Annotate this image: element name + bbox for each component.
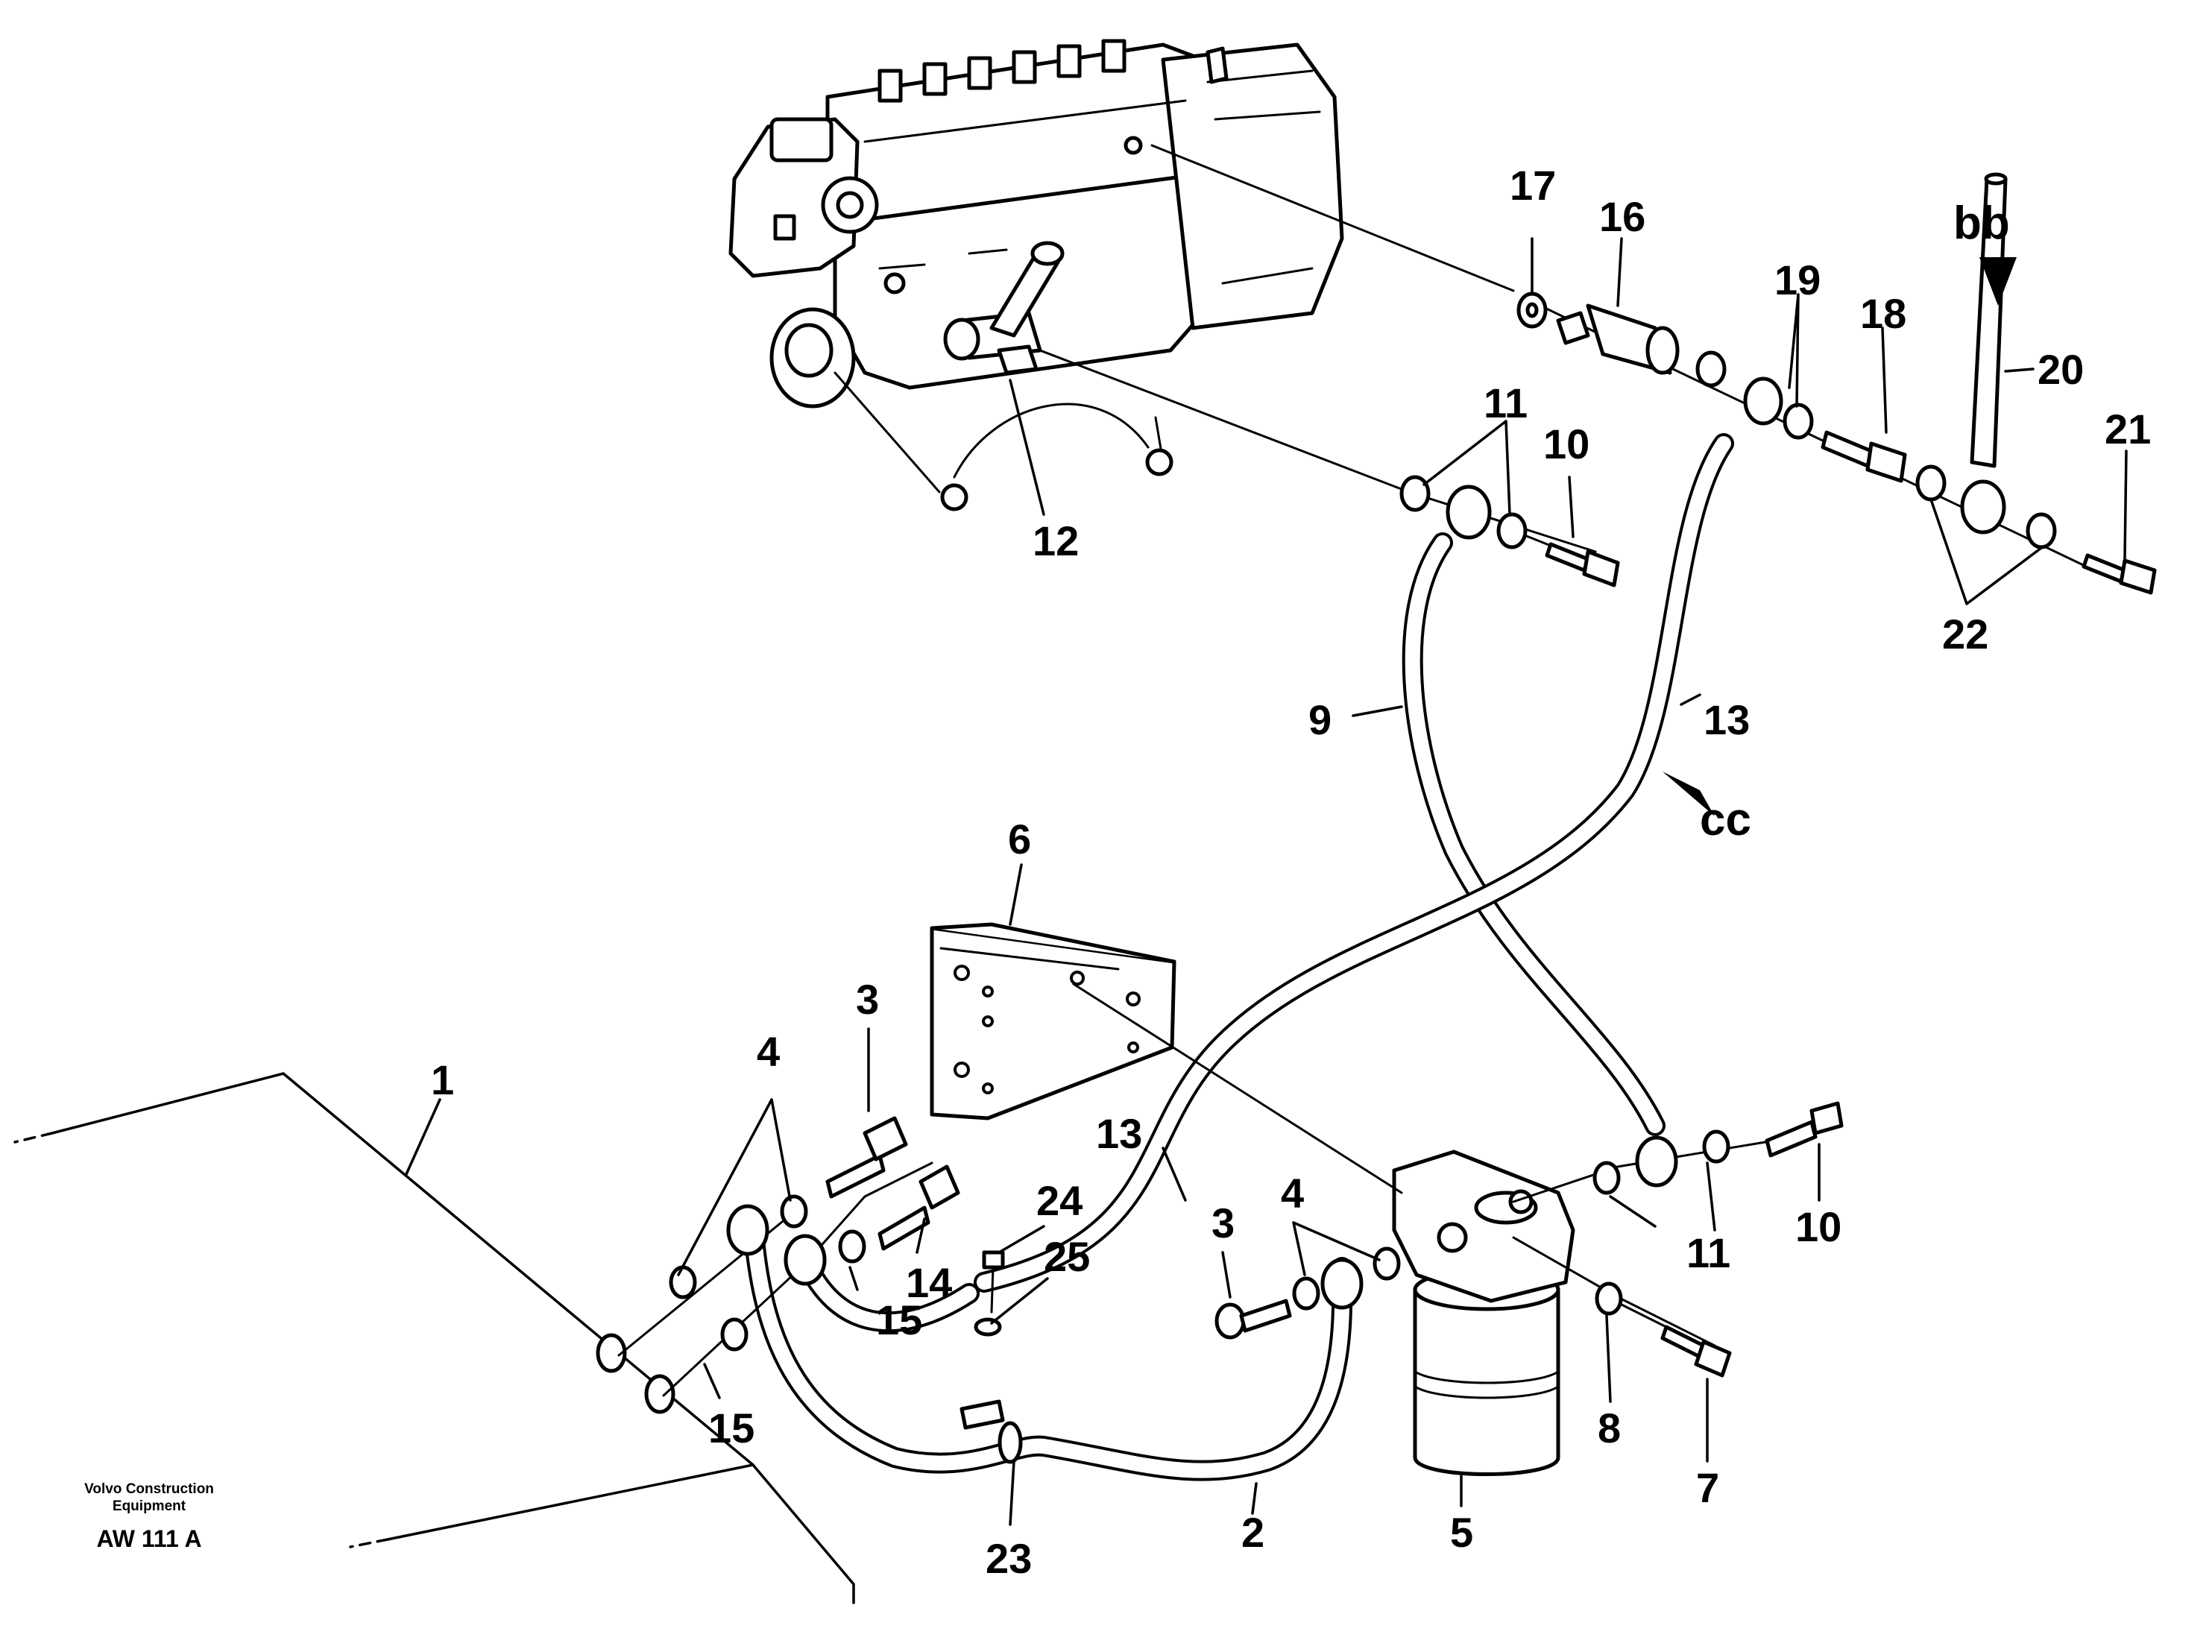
- callout-16: 16: [1599, 193, 1645, 240]
- callout-13-left: 13: [1096, 1110, 1142, 1157]
- callout-6: 6: [1008, 816, 1031, 863]
- callout-9: 9: [1308, 696, 1332, 743]
- callout-8: 8: [1598, 1404, 1621, 1451]
- callout-22: 22: [1942, 611, 1988, 658]
- hand-primer-fitting: [943, 241, 1065, 375]
- callout-23: 23: [986, 1535, 1032, 1582]
- callout-19: 19: [1774, 256, 1821, 303]
- callout-4-lower: 4: [1281, 1170, 1304, 1217]
- callout-21: 21: [2105, 406, 2151, 453]
- callout-20: 20: [2038, 346, 2084, 393]
- view-arrows: [1663, 257, 2017, 816]
- lower-fittings: [617, 983, 1844, 1464]
- leader-lines: [405, 237, 2128, 1526]
- callout-3-lower: 3: [1211, 1199, 1235, 1246]
- drawing-code: AW 111 A: [96, 1525, 201, 1552]
- callout-13-right: 13: [1704, 696, 1750, 743]
- callout-25: 25: [1044, 1233, 1090, 1280]
- view-marker-cc: cc: [1700, 794, 1751, 845]
- manufacturer-line-1: Volvo Construction: [84, 1481, 214, 1497]
- view-marker-bb: bb: [1953, 198, 2010, 249]
- fuel-filter: [1392, 1150, 1575, 1476]
- callout-12: 12: [1033, 517, 1079, 564]
- callout-11-upper: 11: [1484, 379, 1528, 426]
- injection-pump: [728, 39, 1344, 511]
- callout-7: 7: [1696, 1464, 1719, 1511]
- callout-24: 24: [1036, 1177, 1083, 1224]
- callout-15-lower: 15: [708, 1404, 754, 1451]
- bracket-plate: [930, 922, 1176, 1120]
- fuel-hoses: [743, 433, 1734, 1481]
- top-fittings: [1039, 144, 2157, 595]
- callout-labels: 1 2 3 3 4 4 5 6 7 8 9 10 10 11 11 12 13 …: [431, 162, 2151, 1582]
- drawing-footer: Volvo Construction Equipment AW 111 A: [84, 1481, 214, 1552]
- delivery-valve-holders: [877, 39, 1127, 103]
- callout-18: 18: [1860, 290, 1906, 337]
- callout-15-upper: 15: [876, 1296, 922, 1343]
- manufacturer-line-2: Equipment: [113, 1498, 186, 1514]
- callout-11-lower: 11: [1686, 1229, 1730, 1276]
- callout-1: 1: [431, 1056, 454, 1103]
- callout-14: 14: [906, 1259, 952, 1306]
- machine-frame-panel: [13, 1072, 855, 1604]
- callout-10-lower: 10: [1795, 1203, 1841, 1250]
- callout-17: 17: [1510, 162, 1556, 209]
- callout-5: 5: [1450, 1509, 1473, 1556]
- callout-2: 2: [1241, 1509, 1264, 1556]
- callout-3-upper: 3: [856, 976, 879, 1023]
- view-arrow-bb: [1979, 257, 2017, 306]
- callout-10-upper: 10: [1543, 420, 1589, 467]
- view-arrow-cc: [1663, 772, 1715, 816]
- callout-4-upper: 4: [757, 1028, 780, 1075]
